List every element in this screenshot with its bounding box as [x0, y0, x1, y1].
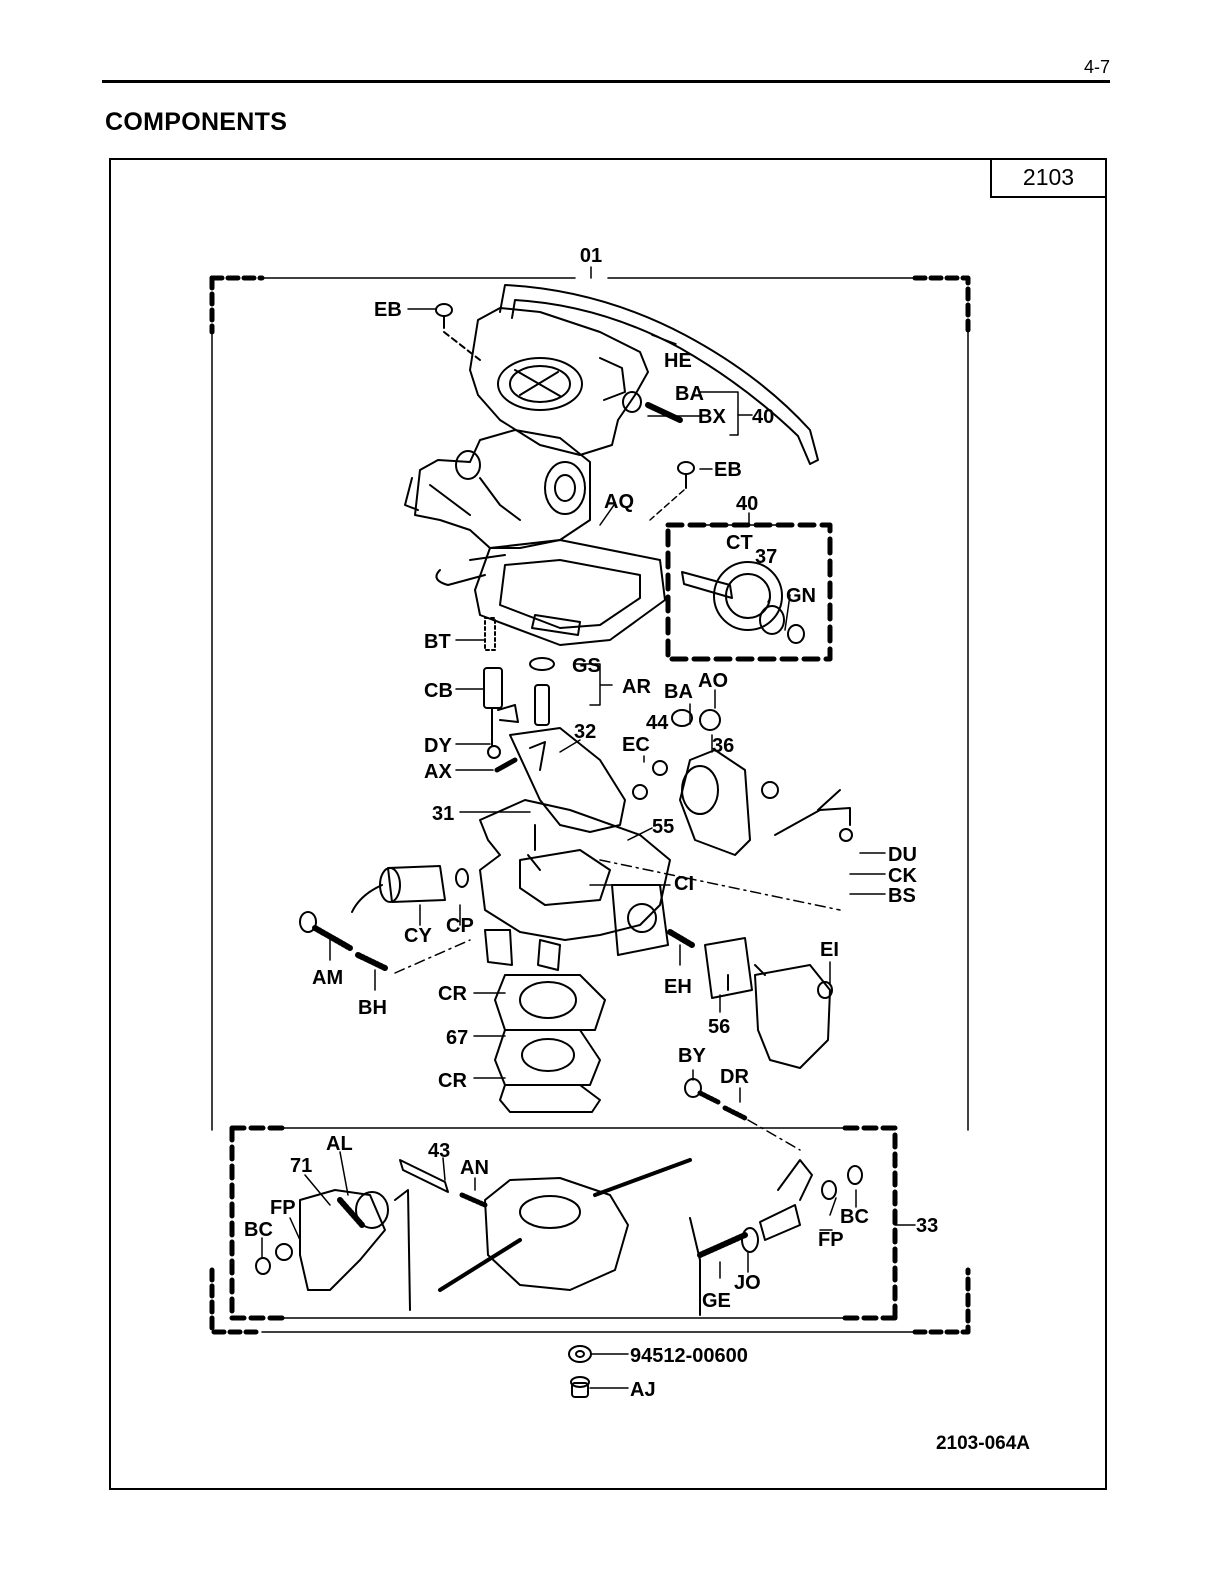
label-al: AL — [326, 1133, 353, 1155]
label-ct: CT — [726, 532, 753, 554]
label-fp-left: FP — [270, 1197, 296, 1219]
label-gn: GN — [786, 585, 816, 607]
figure-code: 2103-064A — [880, 1433, 1030, 1455]
label-aq: AQ — [604, 491, 634, 513]
label-bc-right: BC — [840, 1206, 869, 1228]
label-56: 56 — [708, 1016, 730, 1038]
label-fp-right: FP — [818, 1229, 844, 1251]
label-an: AN — [460, 1157, 489, 1179]
assembly-frame-01 — [212, 267, 968, 1332]
label-ci: CI — [674, 873, 694, 895]
label-44: 44 — [646, 712, 669, 734]
label-eb-mid: EB — [714, 459, 742, 481]
label-du: DU — [888, 844, 917, 866]
label-he: HE — [664, 350, 692, 372]
label-cp: CP — [446, 915, 474, 937]
label-67: 67 — [446, 1027, 468, 1049]
label-am: AM — [312, 967, 343, 989]
label-43: 43 — [428, 1140, 450, 1162]
label-eh: EH — [664, 976, 692, 998]
label-dy: DY — [424, 735, 452, 757]
label-31: 31 — [432, 803, 454, 825]
label-ei: EI — [820, 939, 839, 961]
throttle-positioner — [600, 710, 852, 1068]
label-71: 71 — [290, 1155, 312, 1177]
label-37: 37 — [755, 546, 777, 568]
by-dr-screws — [685, 1079, 800, 1150]
pump-plunger — [484, 618, 518, 770]
label-by: BY — [678, 1045, 706, 1067]
label-jo: JO — [734, 1272, 761, 1294]
label-ck: CK — [888, 865, 917, 887]
label-dr: DR — [720, 1066, 749, 1088]
label-bx: BX — [698, 406, 726, 428]
air-horn-upper-body — [470, 285, 818, 464]
label-36: 36 — [712, 735, 734, 757]
fuel-cut-solenoid — [352, 866, 468, 912]
needle-valve — [530, 658, 554, 725]
label-ao: AO — [698, 670, 728, 692]
label-32: 32 — [574, 721, 596, 743]
label-cr-top: CR — [438, 983, 467, 1005]
label-bt: BT — [424, 631, 451, 653]
label-40-right: 40 — [752, 406, 774, 428]
label-cb: CB — [424, 680, 453, 702]
choke-linkage — [405, 430, 590, 585]
label-ba-mid: BA — [664, 681, 693, 703]
label-part-94512: 94512-00600 — [630, 1345, 748, 1367]
label-ar: AR — [622, 676, 651, 698]
label-ba-top: BA — [675, 383, 704, 405]
callout-labels: 01 EB HE BA BX 40 EB 40 AQ CT 37 GN BT G… — [244, 245, 938, 1401]
label-cy: CY — [404, 925, 432, 947]
label-bs: BS — [888, 885, 916, 907]
throttle-body — [256, 1160, 862, 1315]
label-33: 33 — [916, 1215, 938, 1237]
leader-lines — [262, 309, 885, 1388]
insulator-stack — [495, 975, 605, 1112]
label-bh: BH — [358, 997, 387, 1019]
idle-screw — [300, 912, 470, 973]
label-aj: AJ — [630, 1379, 656, 1401]
label-ax: AX — [424, 761, 452, 783]
label-gs: GS — [572, 655, 601, 677]
label-assembly-01: 01 — [580, 245, 602, 267]
label-eb-top: EB — [374, 299, 402, 321]
label-bc-left: BC — [244, 1219, 273, 1241]
label-40-box: 40 — [736, 493, 758, 515]
label-ge: GE — [702, 1290, 731, 1312]
washer-and-bolt — [569, 1346, 591, 1397]
label-55: 55 — [652, 816, 674, 838]
label-cr-bottom: CR — [438, 1070, 467, 1092]
label-ec: EC — [622, 734, 650, 756]
